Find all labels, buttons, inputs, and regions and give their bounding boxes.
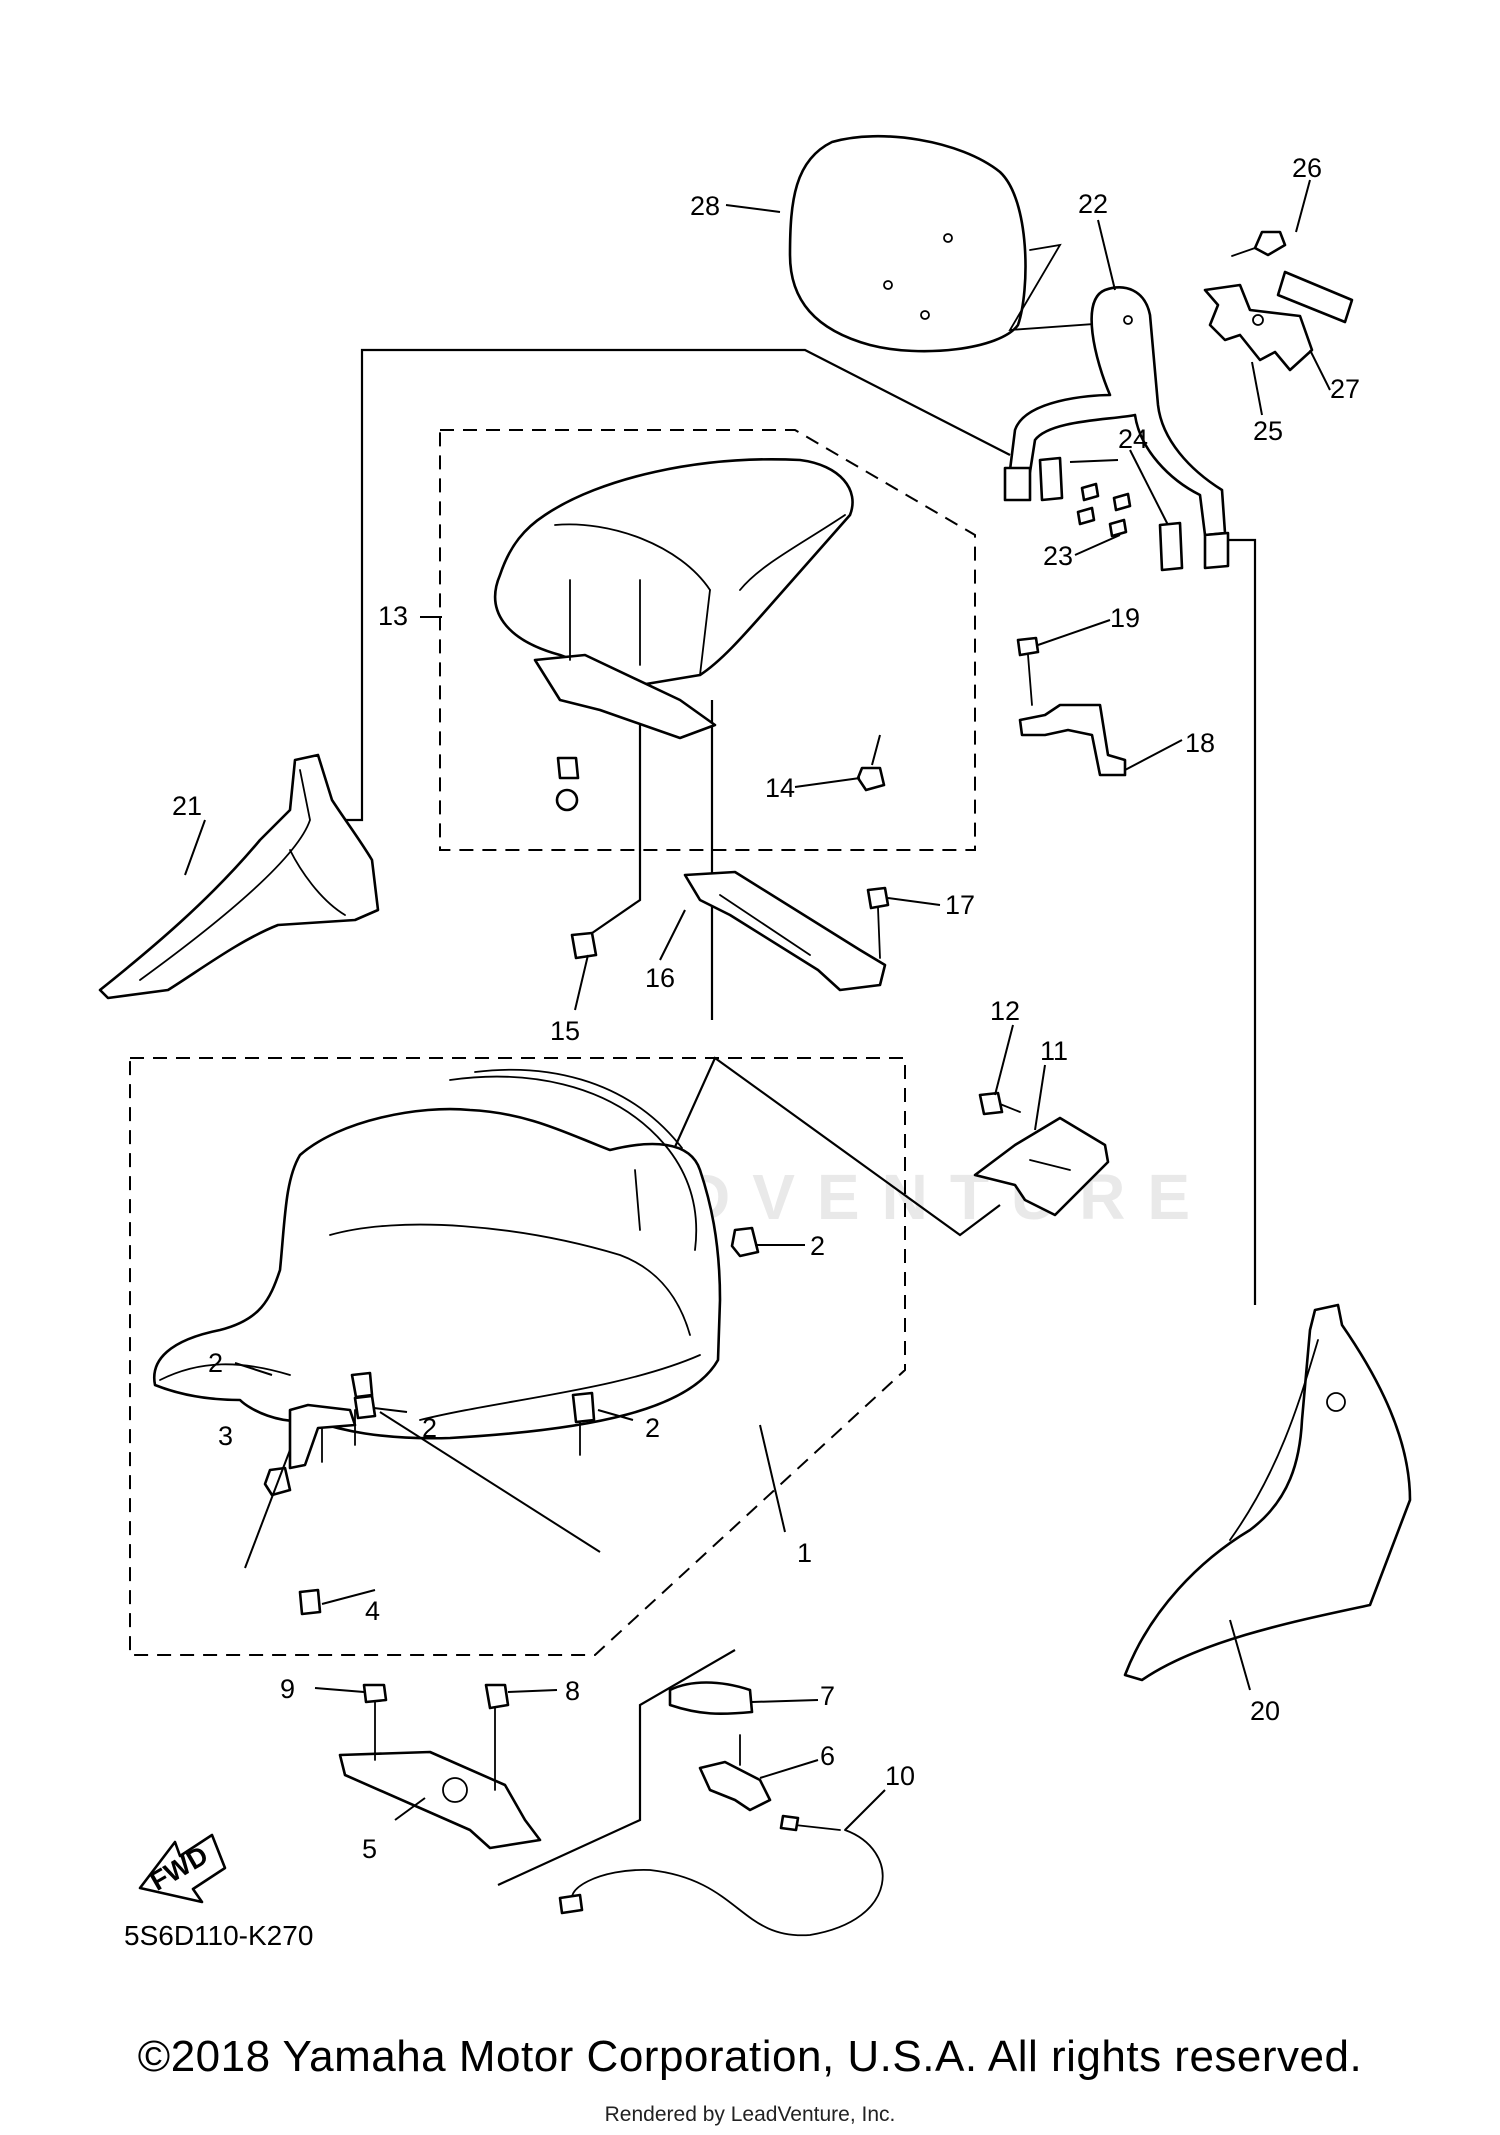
- callout-1: 1: [797, 1538, 812, 1568]
- leader-lines: [184, 179, 1331, 1831]
- backrest-pad: [788, 134, 1151, 353]
- callout-8: 8: [565, 1676, 580, 1706]
- lock-7: [668, 1681, 754, 1716]
- group-box-rider-seat: [129, 1057, 906, 1656]
- backrest-frame: [1003, 286, 1230, 570]
- callout-12: 12: [990, 996, 1020, 1026]
- callout-2b: 2: [208, 1348, 223, 1378]
- copyright-notice: ©2018 Yamaha Motor Corporation, U.S.A. A…: [137, 2032, 1363, 2081]
- hinge-11: [973, 1116, 1110, 1217]
- nut-4: [298, 1588, 322, 1616]
- callout-27: 27: [1330, 374, 1360, 404]
- callout-4: 4: [365, 1596, 380, 1626]
- callout-3: 3: [218, 1421, 233, 1451]
- rider-seat: [152, 1068, 722, 1456]
- callout-14: 14: [765, 773, 795, 803]
- bolts-23: [1076, 482, 1132, 538]
- cushion-27: [1276, 270, 1354, 324]
- bolt-9: [362, 1683, 388, 1704]
- group-box-passenger-seat: [439, 429, 976, 851]
- seat-bracket-16: [683, 870, 887, 992]
- callout-13: 13: [378, 601, 408, 631]
- lock-plate-5: [338, 1689, 542, 1850]
- passenger-seat: [494, 458, 854, 740]
- callout-16: 16: [645, 963, 675, 993]
- cable-10: [558, 1814, 884, 1937]
- callout-20: 20: [1250, 1696, 1280, 1726]
- bolt-19: [1016, 636, 1040, 706]
- plate-24b: [1158, 521, 1184, 572]
- bolt-26: [1231, 230, 1287, 257]
- callout-19: 19: [1110, 603, 1140, 633]
- callouts: 28 22 26 27 25 24 23 13 19 18 14 21 17 1…: [172, 153, 1360, 1864]
- bolt-15: [570, 931, 598, 960]
- callout-2a: 2: [810, 1231, 825, 1261]
- bolt-17: [866, 886, 890, 959]
- callout-2c: 2: [422, 1413, 437, 1443]
- connector-line-21-22: [320, 348, 1011, 822]
- callout-23: 23: [1043, 541, 1073, 571]
- lock-6: [698, 1734, 772, 1812]
- nut-2a: [730, 1226, 760, 1258]
- connector-line-15: [581, 700, 642, 941]
- callout-28: 28: [690, 191, 720, 221]
- nut-2c: [350, 1371, 377, 1420]
- connector-line-22-20: [1225, 538, 1257, 1305]
- callout-5: 5: [362, 1834, 377, 1864]
- callout-24: 24: [1118, 424, 1148, 454]
- diagram-code: 5S6D110-K270: [124, 1920, 314, 1951]
- callout-11: 11: [1040, 1036, 1068, 1066]
- callout-10: 10: [885, 1761, 915, 1791]
- passenger-seat-nuts: [555, 756, 580, 812]
- rendered-by-credit: Rendered by LeadVenture, Inc.: [604, 2103, 896, 2126]
- bolt-12: [978, 1091, 1021, 1116]
- callout-7: 7: [820, 1681, 835, 1711]
- bolt-8: [484, 1683, 510, 1710]
- side-cover-20: [1123, 1303, 1412, 1682]
- nut-2d: [571, 1391, 596, 1424]
- backrest-bracket: [1203, 283, 1314, 372]
- stay-18: [1018, 703, 1127, 777]
- callout-26: 26: [1292, 153, 1322, 183]
- fwd-arrow-icon: FWD: [138, 1833, 227, 1904]
- callout-2d: 2: [645, 1413, 660, 1443]
- callout-15: 15: [550, 1016, 580, 1046]
- connector-line-7-5: [497, 1649, 736, 1887]
- bracket-3: [288, 1403, 357, 1470]
- callout-9: 9: [280, 1674, 295, 1704]
- callout-18: 18: [1185, 728, 1215, 758]
- connector-line-11-1: [668, 1056, 1001, 1237]
- callout-22: 22: [1078, 189, 1108, 219]
- callout-25: 25: [1253, 416, 1283, 446]
- nut-14: [856, 734, 886, 792]
- callout-17: 17: [945, 890, 975, 920]
- callout-6: 6: [820, 1741, 835, 1771]
- side-cover-21: [98, 753, 380, 1000]
- plate-24a: [1038, 456, 1064, 502]
- callout-21: 21: [172, 791, 202, 821]
